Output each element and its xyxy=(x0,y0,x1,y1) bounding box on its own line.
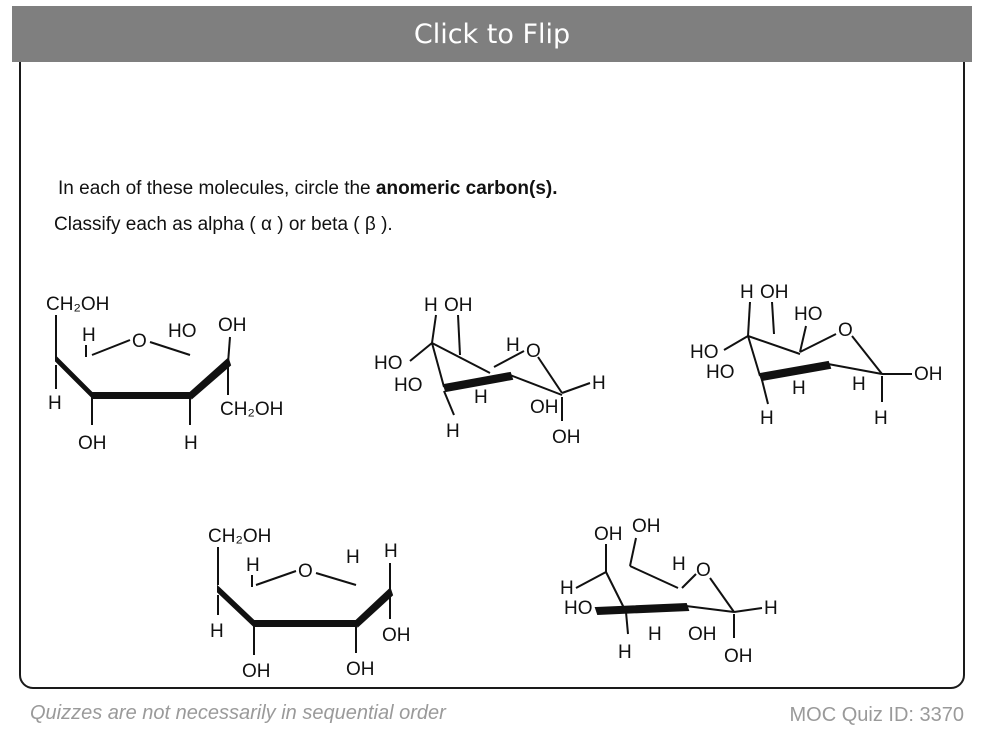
m3-ho-2: HO xyxy=(706,362,735,383)
m2-h-top: H xyxy=(424,295,438,316)
m1-ch2oh-right: CH₂OH xyxy=(220,399,283,420)
m5-h-bottom: H xyxy=(618,642,632,663)
m2-ho-1: HO xyxy=(374,353,403,374)
m1-h-left: H xyxy=(48,393,62,414)
question-line-1: In each of these molecules, circle the a… xyxy=(58,178,558,199)
m5-oh-bottom: OH xyxy=(724,646,753,667)
click-to-flip-button[interactable]: Click to Flip xyxy=(12,6,972,62)
m3-ring-oxygen: O xyxy=(838,320,853,341)
m4-ch2oh-label: CH₂OH xyxy=(208,526,271,547)
molecule-1-furanose: CH₂OH H O HO OH H CH₂OH OH H xyxy=(46,294,283,454)
m5-h-mid: H xyxy=(648,624,662,645)
m3-ho-1: HO xyxy=(690,342,719,363)
m2-h-mid: H xyxy=(474,387,488,408)
m4-h-ring: H xyxy=(246,555,260,576)
m5-ring-oxygen: O xyxy=(696,560,711,581)
m5-oh-2: OH xyxy=(632,516,661,537)
m5-oh-mid: OH xyxy=(688,624,717,645)
m3-ho-top: HO xyxy=(794,304,823,325)
question-line-2: Classify each as alpha ( α ) or beta ( β… xyxy=(54,214,393,235)
m2-oh-mid: OH xyxy=(530,397,559,418)
m4-ring-oxygen: O xyxy=(298,561,313,582)
m1-ch2oh-label: CH₂OH xyxy=(46,294,109,315)
m2-ho-2: HO xyxy=(394,375,423,396)
m3-h-mid2: H xyxy=(852,374,866,395)
m3-oh-top: OH xyxy=(760,282,789,303)
quiz-id: MOC Quiz ID: 3370 xyxy=(789,704,964,726)
m3-h-top: H xyxy=(740,282,754,303)
m5-h-left: H xyxy=(560,578,574,599)
sequence-note: Quizzes are not necessarily in sequentia… xyxy=(30,702,446,724)
m1-oh-bottom: OH xyxy=(78,433,107,454)
molecule-2-pyranose: H OH HO HO H O H H OH H OH xyxy=(374,295,606,448)
m5-h-right: H xyxy=(764,598,778,619)
m4-oh-bottom2: OH xyxy=(346,659,375,680)
flip-label: Click to Flip xyxy=(413,18,571,50)
m4-oh-right: OH xyxy=(382,625,411,646)
m4-h-top1: H xyxy=(346,547,360,568)
molecule-3-pyranose: H OH HO O HO HO OH H H H H xyxy=(690,282,943,429)
m5-h-ring: H xyxy=(672,554,686,575)
m2-h-right: H xyxy=(592,373,606,394)
m1-h-ring: H xyxy=(82,325,96,346)
m2-h-ring: H xyxy=(506,335,520,356)
m4-h-top2: H xyxy=(384,541,398,562)
m3-h-bottom2: H xyxy=(874,408,888,429)
m2-oh-top: OH xyxy=(444,295,473,316)
m3-h-mid: H xyxy=(792,378,806,399)
m2-ring-oxygen: O xyxy=(526,341,541,362)
molecule-5-pyranose: OH OH H O H HO H H OH H OH xyxy=(560,516,778,667)
m4-h-left: H xyxy=(210,621,224,642)
m1-h-bottom: H xyxy=(184,433,198,454)
m1-ho-label: HO xyxy=(168,321,197,342)
m1-oh-top: OH xyxy=(218,315,247,336)
m3-oh-right: OH xyxy=(914,364,943,385)
m5-ho-left: HO xyxy=(564,598,593,619)
m5-oh-1: OH xyxy=(594,524,623,545)
m1-ring-oxygen: O xyxy=(132,331,147,352)
m3-h-bottom: H xyxy=(760,408,774,429)
molecule-4-furanose: CH₂OH H O H H H OH OH OH xyxy=(208,526,411,682)
m2-h-bottom: H xyxy=(446,421,460,442)
m2-oh-bottom: OH xyxy=(552,427,581,448)
question-emphasis: anomeric carbon(s). xyxy=(375,178,558,199)
m4-oh-bottom1: OH xyxy=(242,661,271,682)
